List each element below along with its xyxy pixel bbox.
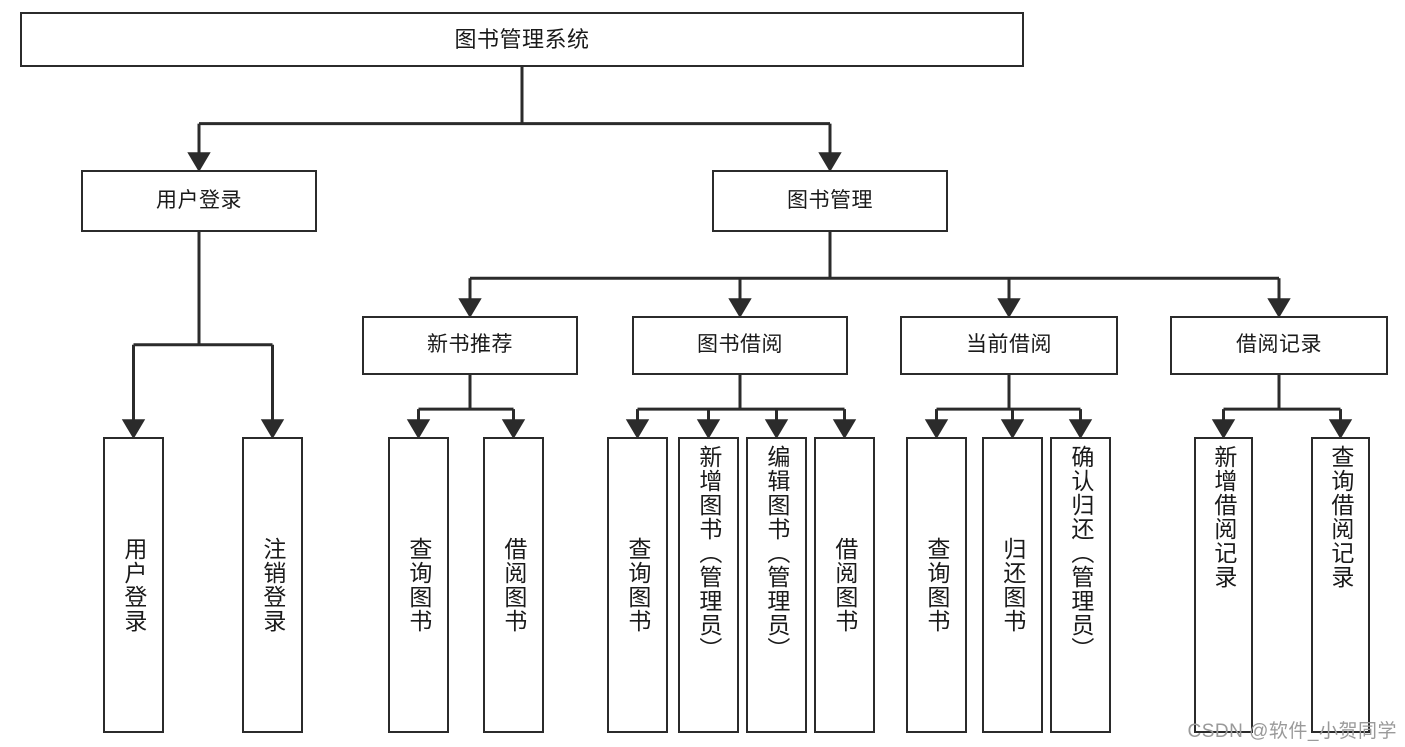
node-label: 新书推荐 — [427, 333, 513, 357]
node-leaf-add-book[interactable]: 新增图书（管理员） — [678, 437, 739, 733]
node-label: 用户登录 — [156, 188, 242, 212]
node-label: 图书借阅 — [697, 333, 783, 357]
node-label: 图书管理 — [787, 188, 873, 212]
node-label: 查询借阅记录 — [1327, 445, 1354, 589]
node-leaf-add-record[interactable]: 新增借阅记录 — [1194, 437, 1253, 733]
node-root[interactable]: 图书管理系统 — [20, 12, 1024, 67]
node-leaf-query-book-2[interactable]: 查询图书 — [607, 437, 668, 733]
node-label: 借阅记录 — [1236, 333, 1322, 357]
node-leaf-query-book-3[interactable]: 查询图书 — [906, 437, 967, 733]
node-leaf-borrow-book-1[interactable]: 借阅图书 — [483, 437, 544, 733]
node-leaf-query-book-1[interactable]: 查询图书 — [388, 437, 449, 733]
node-leaf-user-logout[interactable]: 注销登录 — [242, 437, 303, 733]
node-label: 归还图书 — [999, 537, 1026, 633]
node-label: 确认归还（管理员） — [1067, 445, 1094, 661]
node-label: 用户登录 — [120, 537, 147, 633]
watermark-text: CSDN @软件_小贺同学 — [1187, 721, 1397, 742]
node-leaf-query-record[interactable]: 查询借阅记录 — [1311, 437, 1370, 733]
node-label: 注销登录 — [259, 537, 286, 633]
node-bookmgmt[interactable]: 图书管理 — [712, 170, 948, 232]
node-record[interactable]: 借阅记录 — [1170, 316, 1388, 375]
node-leaf-user-login[interactable]: 用户登录 — [103, 437, 164, 733]
node-newbook[interactable]: 新书推荐 — [362, 316, 578, 375]
node-login[interactable]: 用户登录 — [81, 170, 317, 232]
node-leaf-return-book[interactable]: 归还图书 — [982, 437, 1043, 733]
node-label: 查询图书 — [624, 537, 651, 633]
node-leaf-edit-book[interactable]: 编辑图书（管理员） — [746, 437, 807, 733]
node-label: 编辑图书（管理员） — [763, 445, 790, 661]
node-label: 查询图书 — [923, 537, 950, 633]
node-current[interactable]: 当前借阅 — [900, 316, 1118, 375]
node-label: 借阅图书 — [831, 537, 858, 633]
node-label: 借阅图书 — [500, 537, 527, 633]
node-leaf-borrow-book-2[interactable]: 借阅图书 — [814, 437, 875, 733]
node-borrow[interactable]: 图书借阅 — [632, 316, 848, 375]
node-label: 新增借阅记录 — [1210, 445, 1237, 589]
node-label: 新增图书（管理员） — [695, 445, 722, 661]
node-label: 查询图书 — [405, 537, 432, 633]
node-label: 图书管理系统 — [454, 26, 590, 52]
node-leaf-confirm-return[interactable]: 确认归还（管理员） — [1050, 437, 1111, 733]
node-label: 当前借阅 — [966, 333, 1052, 357]
